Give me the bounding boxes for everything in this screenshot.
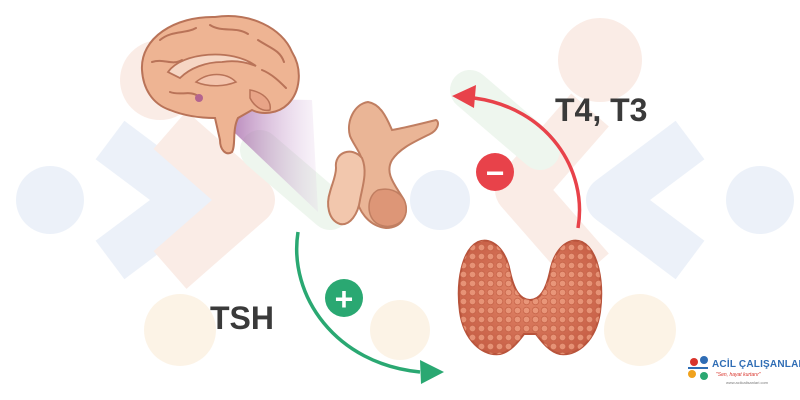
logo-slogan: "Sen, hayat kurtarır"	[716, 372, 761, 378]
logo-name: ACİL ÇALIŞANLARI	[712, 359, 800, 370]
stimulation-plus-sign: +	[325, 279, 363, 317]
stimulation-arrow	[295, 231, 444, 384]
brain-illustration	[140, 15, 300, 155]
label-t4-t3: T4, T3	[555, 92, 648, 128]
inhibition-arrow	[452, 85, 582, 229]
pituitary-gland	[327, 100, 439, 230]
logo-icon	[688, 356, 708, 380]
background-watermark	[16, 18, 794, 366]
brand-logo: ACİL ÇALIŞANLARI "Sen, hayat kurtarır" w…	[682, 352, 800, 388]
logo-url: www.acilcalisanlari.com	[726, 380, 769, 385]
svg-text:−: −	[486, 155, 505, 191]
label-tsh: TSH	[210, 300, 274, 336]
thyroid-gland	[457, 239, 603, 356]
inhibition-minus-sign: −	[476, 153, 514, 191]
svg-text:+: +	[335, 281, 354, 317]
